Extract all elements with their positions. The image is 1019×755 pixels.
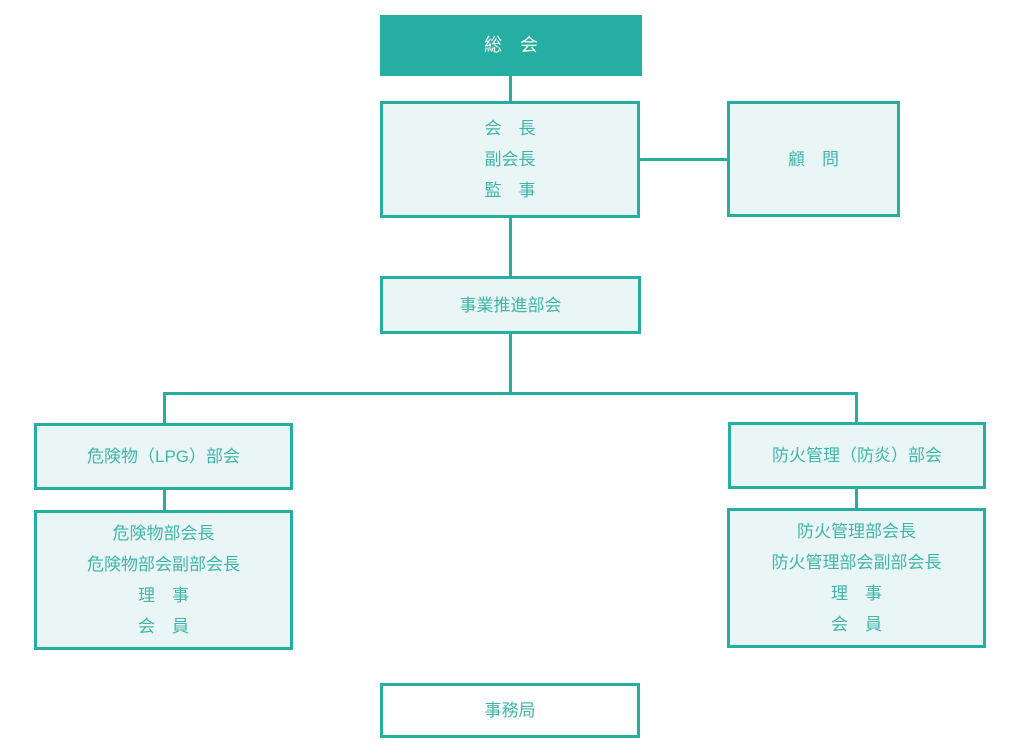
general-meeting-label: 総 会 [484,35,538,55]
executive-line-chairman: 会 長 [484,119,536,138]
secretariat-box: 事務局 [380,683,640,738]
connector-hazmat-to-members [163,490,166,510]
connector-soukai-to-executive [509,76,512,101]
connector-executive-to-business [509,218,512,276]
fire-members-chief: 防火管理部会長 [797,522,916,541]
advisor-label: 顧 問 [788,149,839,169]
executive-line-auditor: 監 事 [484,181,536,200]
advisor-box: 顧 問 [727,101,900,217]
hazmat-members-box: 危険物部会長 危険物部会副部会長 理 事 会 員 [34,510,293,650]
fire-members-box: 防火管理部会長 防火管理部会副部会長 理 事 会 員 [727,508,986,648]
hazmat-committee-box: 危険物（LPG）部会 [34,423,293,490]
fire-members-directors: 理 事 [831,584,882,603]
general-meeting-box: 総 会 [380,15,642,76]
fire-members-vice-chief: 防火管理部会副部会長 [771,553,942,572]
hazmat-members-members: 会 員 [138,617,189,636]
executive-box: 会 長 副会長 監 事 [380,101,640,218]
connector-business-to-branch [509,334,512,392]
hazmat-members-vice-chief: 危険物部会副部会長 [87,555,240,574]
connector-branch-to-hazmat [163,392,166,423]
fire-committee-label: 防火管理（防炎）部会 [772,446,942,465]
hazmat-members-chief: 危険物部会長 [112,524,215,543]
connector-executive-to-advisor [640,158,727,161]
business-promotion-box: 事業推進部会 [380,276,641,334]
fire-members-members: 会 員 [831,615,882,634]
executive-line-vice-chairman: 副会長 [484,150,536,169]
business-promotion-label: 事業推進部会 [459,295,562,315]
secretariat-label: 事務局 [484,701,536,720]
connector-branch-horizontal [163,392,858,395]
connector-fire-to-members [855,489,858,508]
connector-branch-to-fire [855,392,858,422]
hazmat-members-directors: 理 事 [138,586,189,605]
fire-committee-box: 防火管理（防炎）部会 [728,422,986,489]
hazmat-committee-label: 危険物（LPG）部会 [86,447,241,466]
